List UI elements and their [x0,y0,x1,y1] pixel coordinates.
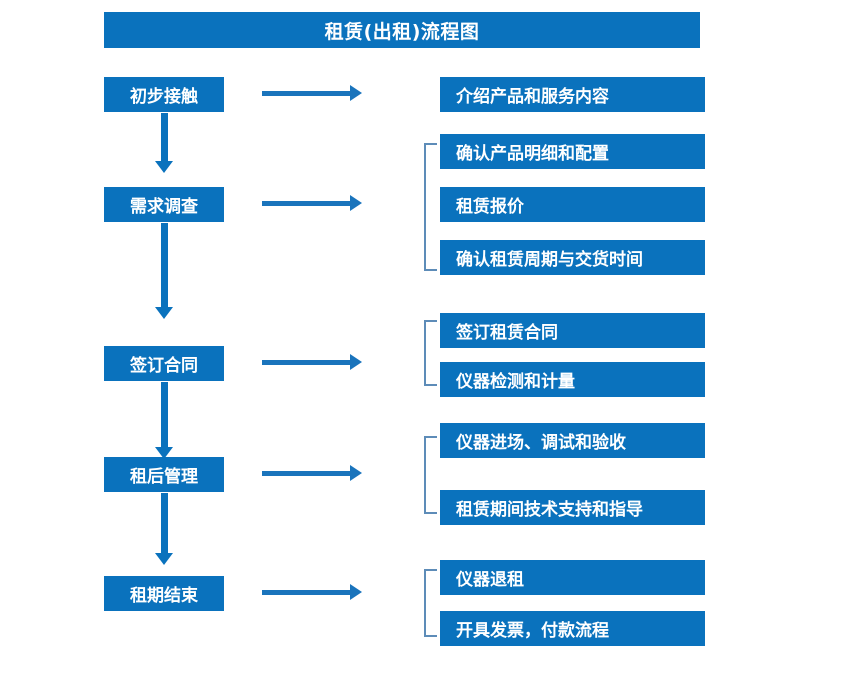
detail-node-1-1[interactable]: 介绍产品和服务内容 [440,77,705,112]
flow-arrow-down-1-shaft [161,113,168,161]
flow-arrow-right-4-head [350,465,362,481]
diagram-title: 租赁(出租)流程图 [104,12,700,48]
detail-node-2-1[interactable]: 确认产品明细和配置 [440,134,705,169]
flow-arrow-right-3-head [350,354,362,370]
flow-arrow-down-3-head [155,447,173,459]
group-bracket-4 [424,436,437,514]
detail-node-5-1[interactable]: 仪器退租 [440,560,705,595]
stage-node-4[interactable]: 租后管理 [104,457,224,492]
flow-arrow-right-5-shaft [262,590,350,595]
detail-node-2-3[interactable]: 确认租赁周期与交货时间 [440,240,705,275]
flow-arrow-right-1-head [350,85,362,101]
flow-arrow-right-4-shaft [262,471,350,476]
flow-arrow-down-4-head [155,553,173,565]
flow-arrow-right-1-shaft [262,91,350,96]
stage-node-3[interactable]: 签订合同 [104,346,224,381]
flow-arrow-right-2-shaft [262,201,350,206]
group-bracket-2 [424,143,437,271]
flow-arrow-down-2-head [155,307,173,319]
flow-arrow-right-3-shaft [262,360,350,365]
stage-node-1[interactable]: 初步接触 [104,77,224,112]
detail-node-4-2[interactable]: 租赁期间技术支持和指导 [440,490,705,525]
group-bracket-3 [424,320,437,386]
detail-node-2-2[interactable]: 租赁报价 [440,187,705,222]
detail-node-3-1[interactable]: 签订租赁合同 [440,313,705,348]
flow-arrow-down-1-head [155,161,173,173]
stage-node-5[interactable]: 租期结束 [104,576,224,611]
detail-node-3-2[interactable]: 仪器检测和计量 [440,362,705,397]
detail-node-5-2[interactable]: 开具发票，付款流程 [440,611,705,646]
stage-node-2[interactable]: 需求调查 [104,187,224,222]
flow-arrow-right-2-head [350,195,362,211]
group-bracket-5 [424,569,437,637]
detail-node-4-1[interactable]: 仪器进场、调试和验收 [440,423,705,458]
flow-arrow-down-2-shaft [161,223,168,307]
flow-arrow-right-5-head [350,584,362,600]
flow-arrow-down-3-shaft [161,382,168,447]
flow-arrow-down-4-shaft [161,493,168,553]
